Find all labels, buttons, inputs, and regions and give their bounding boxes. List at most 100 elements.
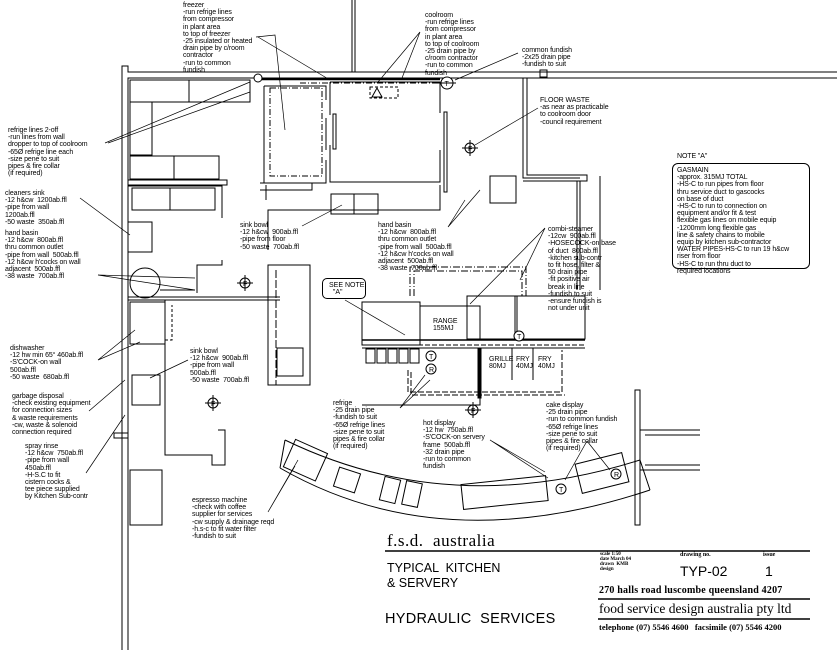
note-a-text: GASMAIN -approx. 315MJ TOTAL -HS-C to ru… (677, 167, 790, 275)
cake-display (574, 452, 630, 494)
grille-label: GRILLE 80MJ (489, 356, 514, 371)
refrige-symbol: R (610, 468, 622, 480)
note-a-box: GASMAIN -approx. 315MJ TOTAL -HS-C to ru… (672, 163, 810, 275)
scale: scale 1:50 (600, 552, 621, 557)
dishwasher-note: dishwasher -12 hw min 65° 460ab.ffl -S'C… (10, 345, 84, 381)
floor-waste-symbol: F (462, 140, 478, 156)
door (332, 113, 337, 150)
drawing-no-label: drawing no. (680, 552, 711, 558)
project-line2: & SERVERY (387, 576, 459, 590)
display-unit (401, 480, 423, 508)
combi-steamer-unit (466, 295, 518, 340)
garbage-disposal-note: garbage disposal -check existing equipme… (12, 393, 91, 437)
display-unit (332, 466, 362, 494)
issue-number: 1 (765, 563, 773, 579)
address: 270 halls road luscombe queensland 4207 (599, 585, 783, 596)
refrige-symbol: R (425, 363, 437, 375)
freezer-outline (269, 87, 323, 177)
tundish-symbol: T (438, 76, 456, 90)
service-duct (409, 266, 527, 296)
floor-waste-symbol: F (465, 402, 481, 418)
hot-display (460, 475, 549, 510)
servery-counter (284, 439, 641, 487)
refrige-lines-note: refrige lines 2-off -run lines from wall… (8, 127, 88, 178)
divider (477, 347, 482, 399)
round-table (129, 267, 161, 299)
cleaners-sink (127, 221, 153, 253)
hand-basin-left-note: hand basin -12 h&cw 800ab.ffl thru commo… (5, 230, 81, 281)
shelf (129, 101, 153, 156)
outer-wall (127, 77, 837, 650)
common-fundish-note: common fundish -2x25 drain pipe -fundish… (522, 47, 572, 69)
wall (522, 78, 588, 182)
bench-outline (164, 300, 226, 466)
outer-wall (121, 65, 837, 650)
servery-counter (279, 467, 651, 521)
coolroom-note: coolroom -run refrige lines from compres… (425, 12, 480, 77)
tundish-symbol: T (513, 330, 525, 342)
hot-display-note: hot display -12 hw 750ab.ffl -S'COCK-on … (423, 420, 485, 471)
door (443, 111, 448, 193)
issue-label: issue (763, 552, 776, 558)
svg-text:T: T (429, 354, 434, 361)
drawers (365, 348, 420, 364)
drawn: drawn KMB (600, 562, 629, 567)
servery-end (279, 439, 651, 491)
floor-waste-note: FLOOR WASTE -as near as practicable to c… (540, 97, 609, 126)
coolroom (329, 81, 441, 183)
dishwasher-frame (164, 300, 173, 341)
espresso-machine-note: espresso machine -check with coffee supp… (192, 497, 275, 541)
combi-steamer-note: combi-steamer -12cw 900ab.ffl -HOSECOCK-… (548, 226, 616, 313)
sink-bowl-lower-note: sink bowl -12 h&cw 900ab.ffl -pipe from … (190, 348, 249, 384)
column (539, 69, 548, 78)
range-label: RANGE 155MJ (433, 318, 458, 333)
sink-bowl (131, 374, 161, 406)
svg-text:R: R (429, 367, 434, 374)
hand-basin-unit (160, 260, 223, 293)
espresso-machine (282, 438, 329, 482)
drawing-title: HYDRAULIC SERVICES (385, 611, 556, 627)
wall (113, 432, 128, 439)
contact-details: telephone (07) 5546 4600 facsimile (07) … (599, 622, 782, 632)
floor-waste-symbol: F (205, 395, 221, 411)
sink-bowl-upper-note: sink bowl -12 h&cw 900ab.ffl -pipe from … (240, 222, 299, 251)
svg-text:T: T (445, 81, 450, 88)
shelf (129, 79, 251, 103)
fry-label: FRY 40MJ (538, 356, 555, 371)
company-name: food service design australia pty ltd (599, 601, 792, 616)
wall (260, 182, 313, 191)
note-a-label: NOTE "A" (677, 153, 708, 160)
wall (576, 176, 601, 290)
tundish-symbol: T (555, 483, 567, 495)
counter-insert (276, 347, 304, 377)
wall (634, 389, 700, 526)
display-unit (378, 475, 402, 505)
bench (514, 295, 586, 340)
bench (361, 301, 421, 346)
bench (127, 179, 228, 186)
tundish-symbol (253, 73, 263, 83)
evaporator (369, 86, 399, 99)
project-line1: TYPICAL KITCHEN (387, 561, 501, 575)
counter (267, 264, 311, 386)
see-note-a-callout: SEE NOTE "A" (322, 278, 366, 299)
floor-waste-symbol: F (237, 275, 253, 291)
dishwasher (129, 301, 166, 345)
tundish-symbol: T (425, 350, 437, 362)
refrige-center-note: refrige -25 drain pipe -fundish to suit … (333, 400, 385, 451)
drawing-number: TYP-02 (680, 563, 728, 579)
fry-label: FRY 40MJ (516, 356, 533, 371)
design: design (600, 567, 614, 572)
svg-text:T: T (559, 487, 564, 494)
service-duct (407, 350, 565, 396)
hand-basin (489, 175, 517, 204)
warning-icon (371, 86, 383, 98)
svg-text:R: R (614, 472, 619, 479)
cleaners-sink-note: cleaners sink -12 h&cw 1200ab.ffl -pipe … (5, 190, 67, 226)
hand-basin-center-note: hand basin -12 h&cw 800ab.ffl thru commo… (378, 222, 454, 273)
shelf (131, 187, 216, 211)
spray-rinse-note: spray rinse -12 h&cw 750ab.ffl -pipe fro… (25, 443, 88, 501)
date: date March 04 (600, 557, 632, 562)
